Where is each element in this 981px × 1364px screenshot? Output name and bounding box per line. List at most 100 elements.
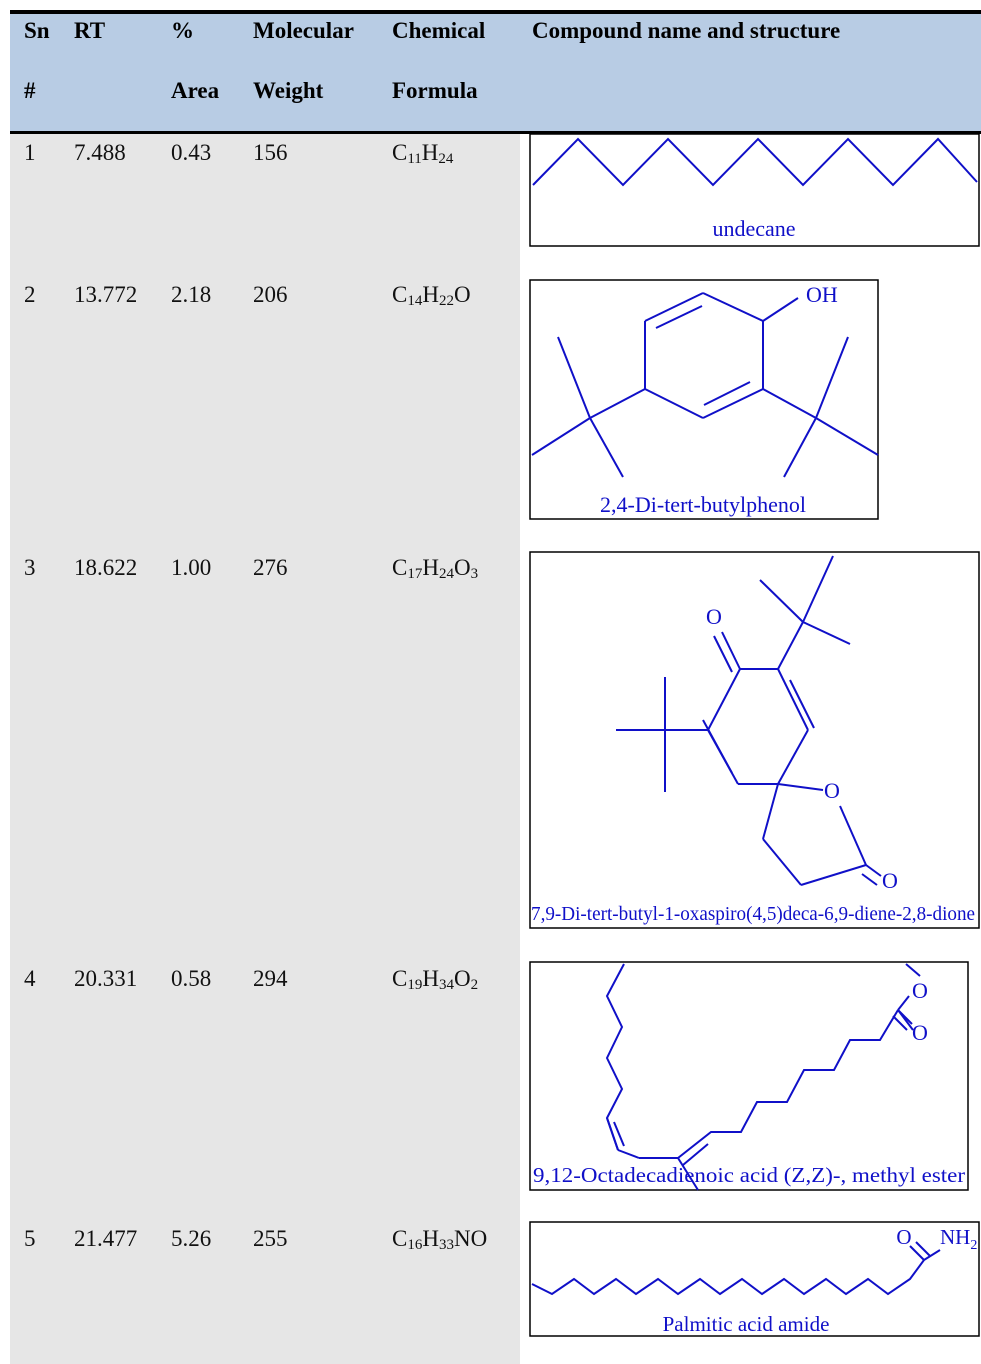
compound-name: 7,9-Di-tert-butyl-1-oxaspiro(4,5)deca-6,… (531, 903, 975, 925)
ring-bond (644, 292, 704, 322)
cis-double-bond-line (682, 1143, 709, 1166)
ring-bond (777, 729, 809, 785)
methyl-bond (783, 417, 817, 478)
carbonyl-o-label: O (896, 1225, 911, 1249)
structure-undecane: undecane (529, 133, 980, 247)
ring-o-label: O (824, 778, 840, 803)
element-count: 14 (407, 293, 423, 309)
ring-o-bond (777, 783, 824, 791)
cell-rt: 7.488 (74, 140, 126, 165)
cell-mw: 156 (253, 140, 288, 165)
cell-rt: 20.331 (74, 966, 138, 991)
element-symbol: H (422, 966, 439, 991)
carbonyl-double-bond (892, 1015, 908, 1031)
element-symbol: O (470, 1226, 488, 1251)
element-count: 24 (438, 151, 454, 167)
ester-o-label: O (912, 978, 928, 1003)
element-count: 33 (438, 1237, 454, 1253)
ring-double-bond (703, 381, 751, 406)
element-symbol: H (422, 1226, 439, 1251)
carbon-chain (531, 1249, 941, 1296)
header-chemical: Chemical (392, 18, 486, 43)
carbonyl-o-label: O (912, 1020, 928, 1045)
carbonyl-o-label: O (706, 604, 722, 629)
methyl-bond (802, 621, 851, 645)
element-symbol: C (392, 966, 408, 991)
ring-bond (777, 668, 809, 731)
amine-nh: NH (940, 1225, 970, 1249)
tbutyl-bond (762, 388, 817, 419)
double-bond-line (613, 1121, 625, 1147)
element-symbol: H (422, 555, 439, 580)
carbonyl-double-bond (713, 635, 733, 673)
element-count: 22 (438, 293, 454, 309)
element-count: 17 (407, 566, 423, 582)
element-count: 11 (407, 151, 422, 167)
header-percent: % (171, 18, 194, 43)
cell-area: 2.18 (171, 282, 212, 307)
methyl-bond (589, 417, 624, 478)
compound-name: undecane (712, 216, 795, 241)
cell-formula: C19H34O2 (392, 966, 478, 993)
carbonyl-bond (721, 631, 741, 670)
tbutyl-bond (589, 388, 646, 419)
structure-methyl-linoleate: O O 9,12-Octadecadienoic acid (Z,Z)-, me… (529, 961, 969, 1191)
cell-sn: 4 (24, 966, 36, 991)
element-symbol: O (453, 966, 471, 991)
table-header: Sn # RT % Area Molecular Weight Chemical… (10, 14, 981, 131)
cell-area: 0.58 (171, 966, 212, 991)
structure-frame (529, 1221, 980, 1337)
cell-rt: 18.622 (74, 555, 138, 580)
methyl-bond (802, 555, 834, 623)
cell-area: 1.00 (171, 555, 212, 580)
carbonyl-bond (897, 1009, 913, 1025)
cell-sn: 5 (24, 1226, 36, 1251)
element-count: 19 (407, 977, 423, 993)
cell-area: 0.43 (171, 140, 212, 165)
lactone-bond (839, 805, 867, 866)
header-rule (10, 131, 981, 134)
element-symbol: C (392, 140, 408, 165)
oh-label: OH (806, 282, 838, 307)
element-symbol: N (453, 1226, 471, 1251)
header-formula: Formula (392, 78, 478, 103)
element-symbol: C (392, 282, 408, 307)
compound-name: Palmitic acid amide (663, 1312, 830, 1336)
element-count: 16 (407, 1237, 423, 1253)
element-count: 3 (470, 566, 479, 582)
cell-rt: 21.477 (74, 1226, 138, 1251)
header-area: Area (171, 78, 220, 103)
cell-sn: 3 (24, 555, 36, 580)
ring-bond (644, 388, 704, 419)
compound-name: 2,4-Di-tert-butylphenol (600, 492, 806, 517)
lactone-bond (762, 783, 779, 840)
ring-bond (702, 388, 764, 419)
structure-oxaspiro-dione: O O O 7,9-Di-tert-butyl-1-oxaspiro(4,5)d… (529, 551, 980, 929)
header-compound: Compound name and structure (532, 18, 841, 43)
tbutyl-bond (777, 621, 804, 670)
ring-bond (702, 292, 764, 322)
alkyl-chain (677, 1009, 899, 1159)
methyl-bond (759, 579, 804, 623)
lactone-bond (762, 838, 802, 886)
cell-formula: C16H33NO (392, 1226, 488, 1253)
amine-label: NH2 (940, 1225, 977, 1253)
structure-frame (529, 133, 980, 247)
header-sn-hash: # (24, 78, 36, 103)
oh-bond (762, 297, 799, 322)
methoxy-bond (905, 963, 921, 977)
structure-di-tert-butylphenol: OH 2,4-Di-tert-butylphenol (529, 279, 879, 520)
carbonyl-bond (909, 1245, 925, 1261)
ester-o-bond (897, 995, 910, 1011)
shaded-columns (10, 134, 520, 1364)
top-rule (10, 10, 981, 14)
cis-double-bond (606, 1117, 619, 1151)
carbonyl-double-bond (915, 1241, 931, 1257)
methyl-bond (815, 417, 879, 456)
element-count: 34 (438, 977, 454, 993)
cell-formula: C11H24 (392, 140, 454, 167)
cell-mw: 294 (253, 966, 288, 991)
chain-bond (617, 1149, 640, 1159)
structure-frame (529, 961, 969, 1191)
